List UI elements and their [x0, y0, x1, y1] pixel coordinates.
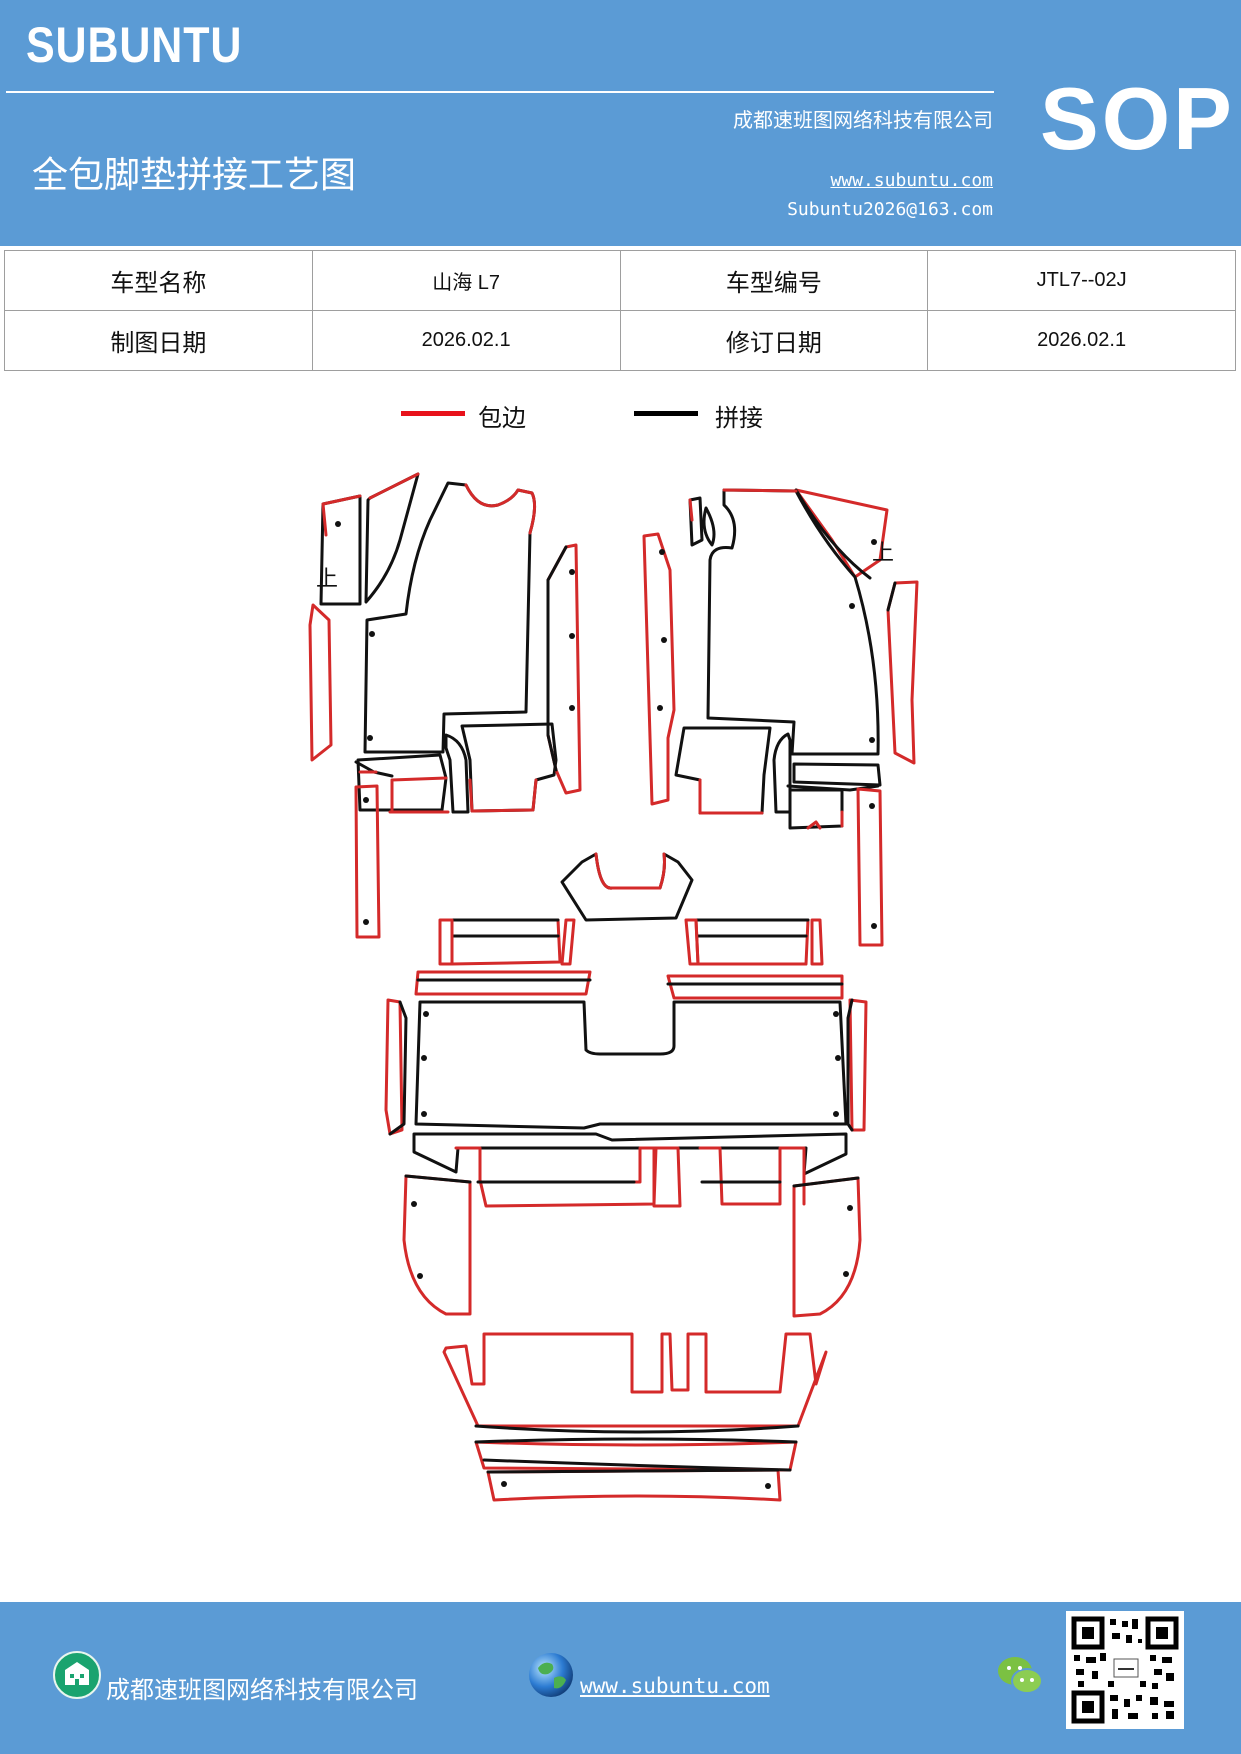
trunk-main-mat: [442, 1332, 828, 1428]
header-divider: [6, 91, 994, 93]
driver-main-mat: [363, 481, 537, 754]
page-title: 全包脚垫拼接工艺图: [32, 155, 357, 196]
driver-footwell: [460, 722, 558, 813]
legend-edge-label: 包边: [478, 404, 526, 432]
model-code-value: JTL7--02J: [927, 250, 1236, 311]
second-row-right-seat-mat: [694, 918, 810, 966]
mounting-holes: [335, 521, 877, 1489]
table-row: 制图日期 2026.02.1 修订日期 2026.02.1: [4, 310, 1236, 371]
info-table: 车型名称 山海 L7 车型编号 JTL7--02J 制图日期 2026.02.1…: [4, 250, 1236, 371]
right-door-strip: [886, 580, 919, 765]
footer-banner: 成都速班图网络科技有限公司 www.subuntu.com: [0, 1602, 1241, 1754]
trunk-strip-2: [486, 1468, 782, 1502]
model-code-label: 车型编号: [619, 250, 929, 311]
right-rear-strip: [856, 787, 884, 947]
table-row: 车型名称 山海 L7 车型编号 JTL7--02J: [4, 250, 1236, 311]
header-email: Subuntu2026@163.com: [787, 199, 993, 220]
building-icon: [53, 1651, 101, 1699]
footer-website-link[interactable]: www.subuntu.com: [580, 1674, 770, 1698]
second-row-mats: [384, 852, 868, 1136]
trunk-mats: [442, 1332, 828, 1502]
legend-edge-swatch: [401, 411, 465, 416]
passenger-footwell: [674, 726, 772, 815]
right-front-mats: [642, 488, 919, 947]
right-tunnel-strip: [642, 532, 676, 806]
left-front-mats: [308, 472, 582, 939]
header-company: 成都速班图网络科技有限公司: [733, 108, 993, 132]
second-row-left-seat-mat: [450, 918, 562, 966]
wechat-icon[interactable]: [996, 1654, 1044, 1696]
right-top-strip: [794, 488, 889, 579]
right-up-mark: 上: [872, 541, 894, 566]
draw-date-label: 制图日期: [4, 310, 313, 371]
third-row-mats: [402, 1132, 862, 1318]
legend-join-label: 拼接: [715, 404, 763, 432]
model-name-value: 山海 L7: [311, 250, 621, 311]
second-row-main-floor: [414, 1000, 848, 1130]
left-up-mark: 上: [316, 567, 338, 592]
left-door-strip: [308, 603, 333, 762]
second-row-right-step: [666, 974, 844, 1000]
floor-mat-drawing: 上 上: [308, 472, 919, 1502]
header-website-link[interactable]: www.subuntu.com: [830, 170, 993, 191]
brand-logo: SUBUNTU: [26, 17, 243, 73]
revise-date-value: 2026.02.1: [927, 310, 1236, 371]
passenger-main-mat: [706, 488, 880, 756]
legend: 包边 拼接: [0, 398, 1241, 438]
header-banner: SUBUNTU 成都速班图网络科技有限公司 全包脚垫拼接工艺图 www.subu…: [0, 0, 1241, 246]
third-row-left-side: [402, 1174, 472, 1316]
third-row-right-side: [792, 1176, 862, 1318]
draw-date-value: 2026.02.1: [311, 310, 621, 371]
revise-date-label: 修订日期: [619, 310, 929, 371]
footer-company: 成都速班图网络科技有限公司: [106, 1676, 418, 1704]
left-curved-strip: [364, 472, 420, 604]
qr-code-icon: [1066, 1611, 1184, 1729]
sop-badge: SOP: [1040, 69, 1235, 168]
model-name-label: 车型名称: [4, 250, 313, 311]
legend-join-swatch: [634, 411, 698, 416]
left-rear-strip: [354, 784, 381, 939]
second-row-left-step: [414, 970, 592, 996]
globe-icon: [529, 1653, 573, 1697]
